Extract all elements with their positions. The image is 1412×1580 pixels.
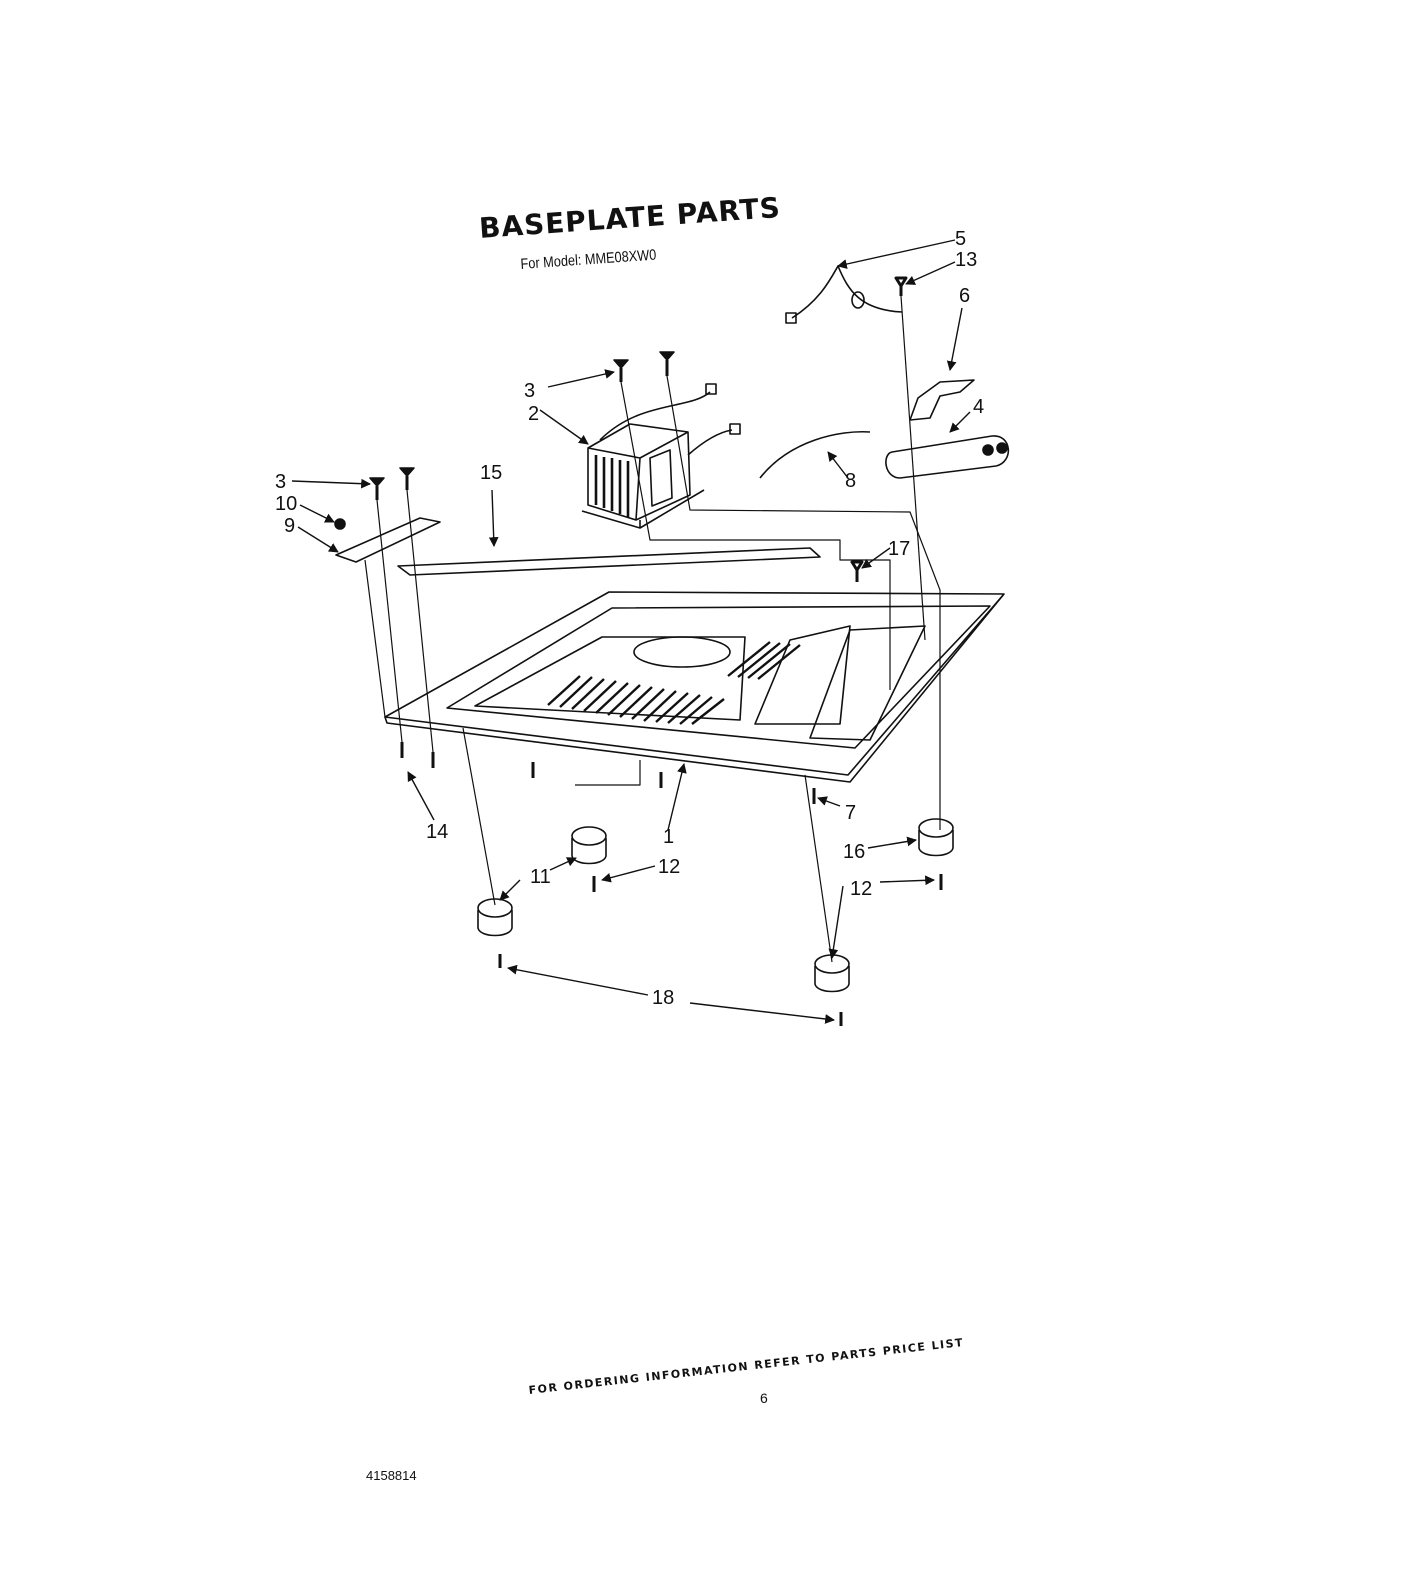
- fuse-wire-5: [785, 265, 903, 324]
- capacitor-4: [885, 435, 1010, 479]
- transformer: [581, 383, 741, 529]
- callout-11: 11: [530, 866, 551, 888]
- callout-13: 13: [955, 249, 977, 271]
- foot-16-front: [814, 954, 850, 993]
- callout-17: 17: [888, 538, 910, 560]
- foot-11-left: [477, 898, 513, 937]
- callout-14: 14: [426, 821, 448, 843]
- page-number: 6: [760, 1390, 768, 1406]
- wire-8: [759, 430, 871, 479]
- document-code: 4158814: [366, 1468, 417, 1483]
- bracket-9: [335, 517, 441, 563]
- vent-slots: [547, 641, 801, 725]
- callout-15: 15: [480, 462, 502, 484]
- callout-5: 5: [955, 228, 966, 250]
- callout-12-right: 12: [850, 878, 872, 900]
- baseplate-screws: [400, 742, 943, 1026]
- alignment-lines: [364, 295, 941, 963]
- screw-13: [894, 276, 908, 296]
- capacitor-bracket-6: [909, 379, 975, 421]
- callout-9: 9: [284, 515, 295, 537]
- callout-3-bracket: 3: [275, 471, 286, 493]
- baseplate: [384, 591, 1005, 783]
- screw-17: [850, 560, 864, 582]
- callout-12-center: 12: [658, 856, 680, 878]
- callout-3-transformer: 3: [524, 380, 535, 402]
- callout-16: 16: [843, 841, 865, 863]
- callout-1: 1: [663, 826, 674, 848]
- strip-15: [397, 547, 821, 576]
- callout-4: 4: [973, 396, 984, 418]
- callout-8: 8: [845, 470, 856, 492]
- callout-2: 2: [528, 403, 539, 425]
- callout-leaders: [291, 239, 971, 1024]
- screw-3-bracket: [369, 467, 415, 500]
- foot-11-center: [571, 826, 607, 865]
- callout-18: 18: [652, 987, 674, 1009]
- callout-10: 10: [275, 493, 297, 515]
- nut-10: [334, 518, 346, 530]
- foot-16-right: [918, 818, 954, 857]
- callout-6: 6: [959, 285, 970, 307]
- screw-3-transformer: [613, 351, 675, 382]
- callout-7: 7: [845, 802, 856, 824]
